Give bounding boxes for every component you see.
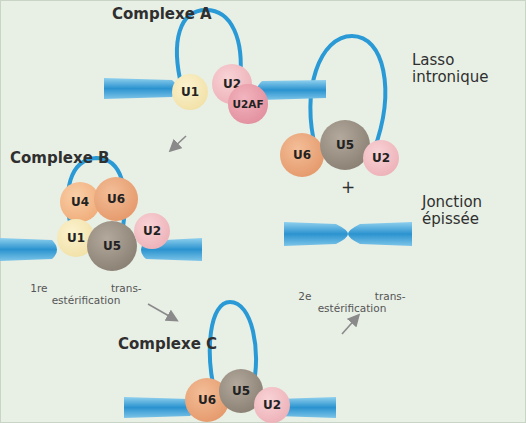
snrnp-circle: U6 [94,177,138,221]
snrnp-label: U2 [143,224,161,238]
snrnp-label: U1 [67,231,85,245]
snrnp-label: U6 [107,192,125,206]
complex-title: Complexe A [112,6,252,23]
snrnp-circle: U5 [87,221,137,271]
complex-title: Complexe B [10,150,150,167]
snrnp-circle: U2 [254,387,290,423]
snrnp-circle: U1 [172,74,208,110]
intron-loop [68,10,385,398]
snrnp-label: U5 [336,138,354,152]
snrnp-label: U6 [293,148,311,162]
snrnp-circle: U2AF [228,84,267,123]
complex-title: Complexe C [118,336,258,353]
snrnp-circle: U6 [280,133,324,177]
exon-bands [0,78,412,418]
snrnp-label: U5 [232,384,250,398]
lasso-label: Lasso intronique [412,52,512,87]
step-label: 2e trans-estérification [296,290,408,314]
snrnp-label: U1 [181,85,199,99]
snrnp-label: U6 [198,393,216,407]
step-label: 1re trans-estérification [30,282,142,306]
snrnp-label: U5 [103,239,121,253]
snrnp-label: U2AF [232,98,263,110]
snrnp-circle: U2 [363,140,399,176]
junction-label: Jonction épissée [422,194,518,229]
snrnp-label: U2 [372,151,390,165]
snrnp-circle: U2 [134,213,170,249]
plus-sign: + [338,178,358,198]
snrnp-circle: U5 [320,120,370,170]
snrnp-label: U2 [263,398,281,412]
snrnp-label: U4 [71,195,89,209]
